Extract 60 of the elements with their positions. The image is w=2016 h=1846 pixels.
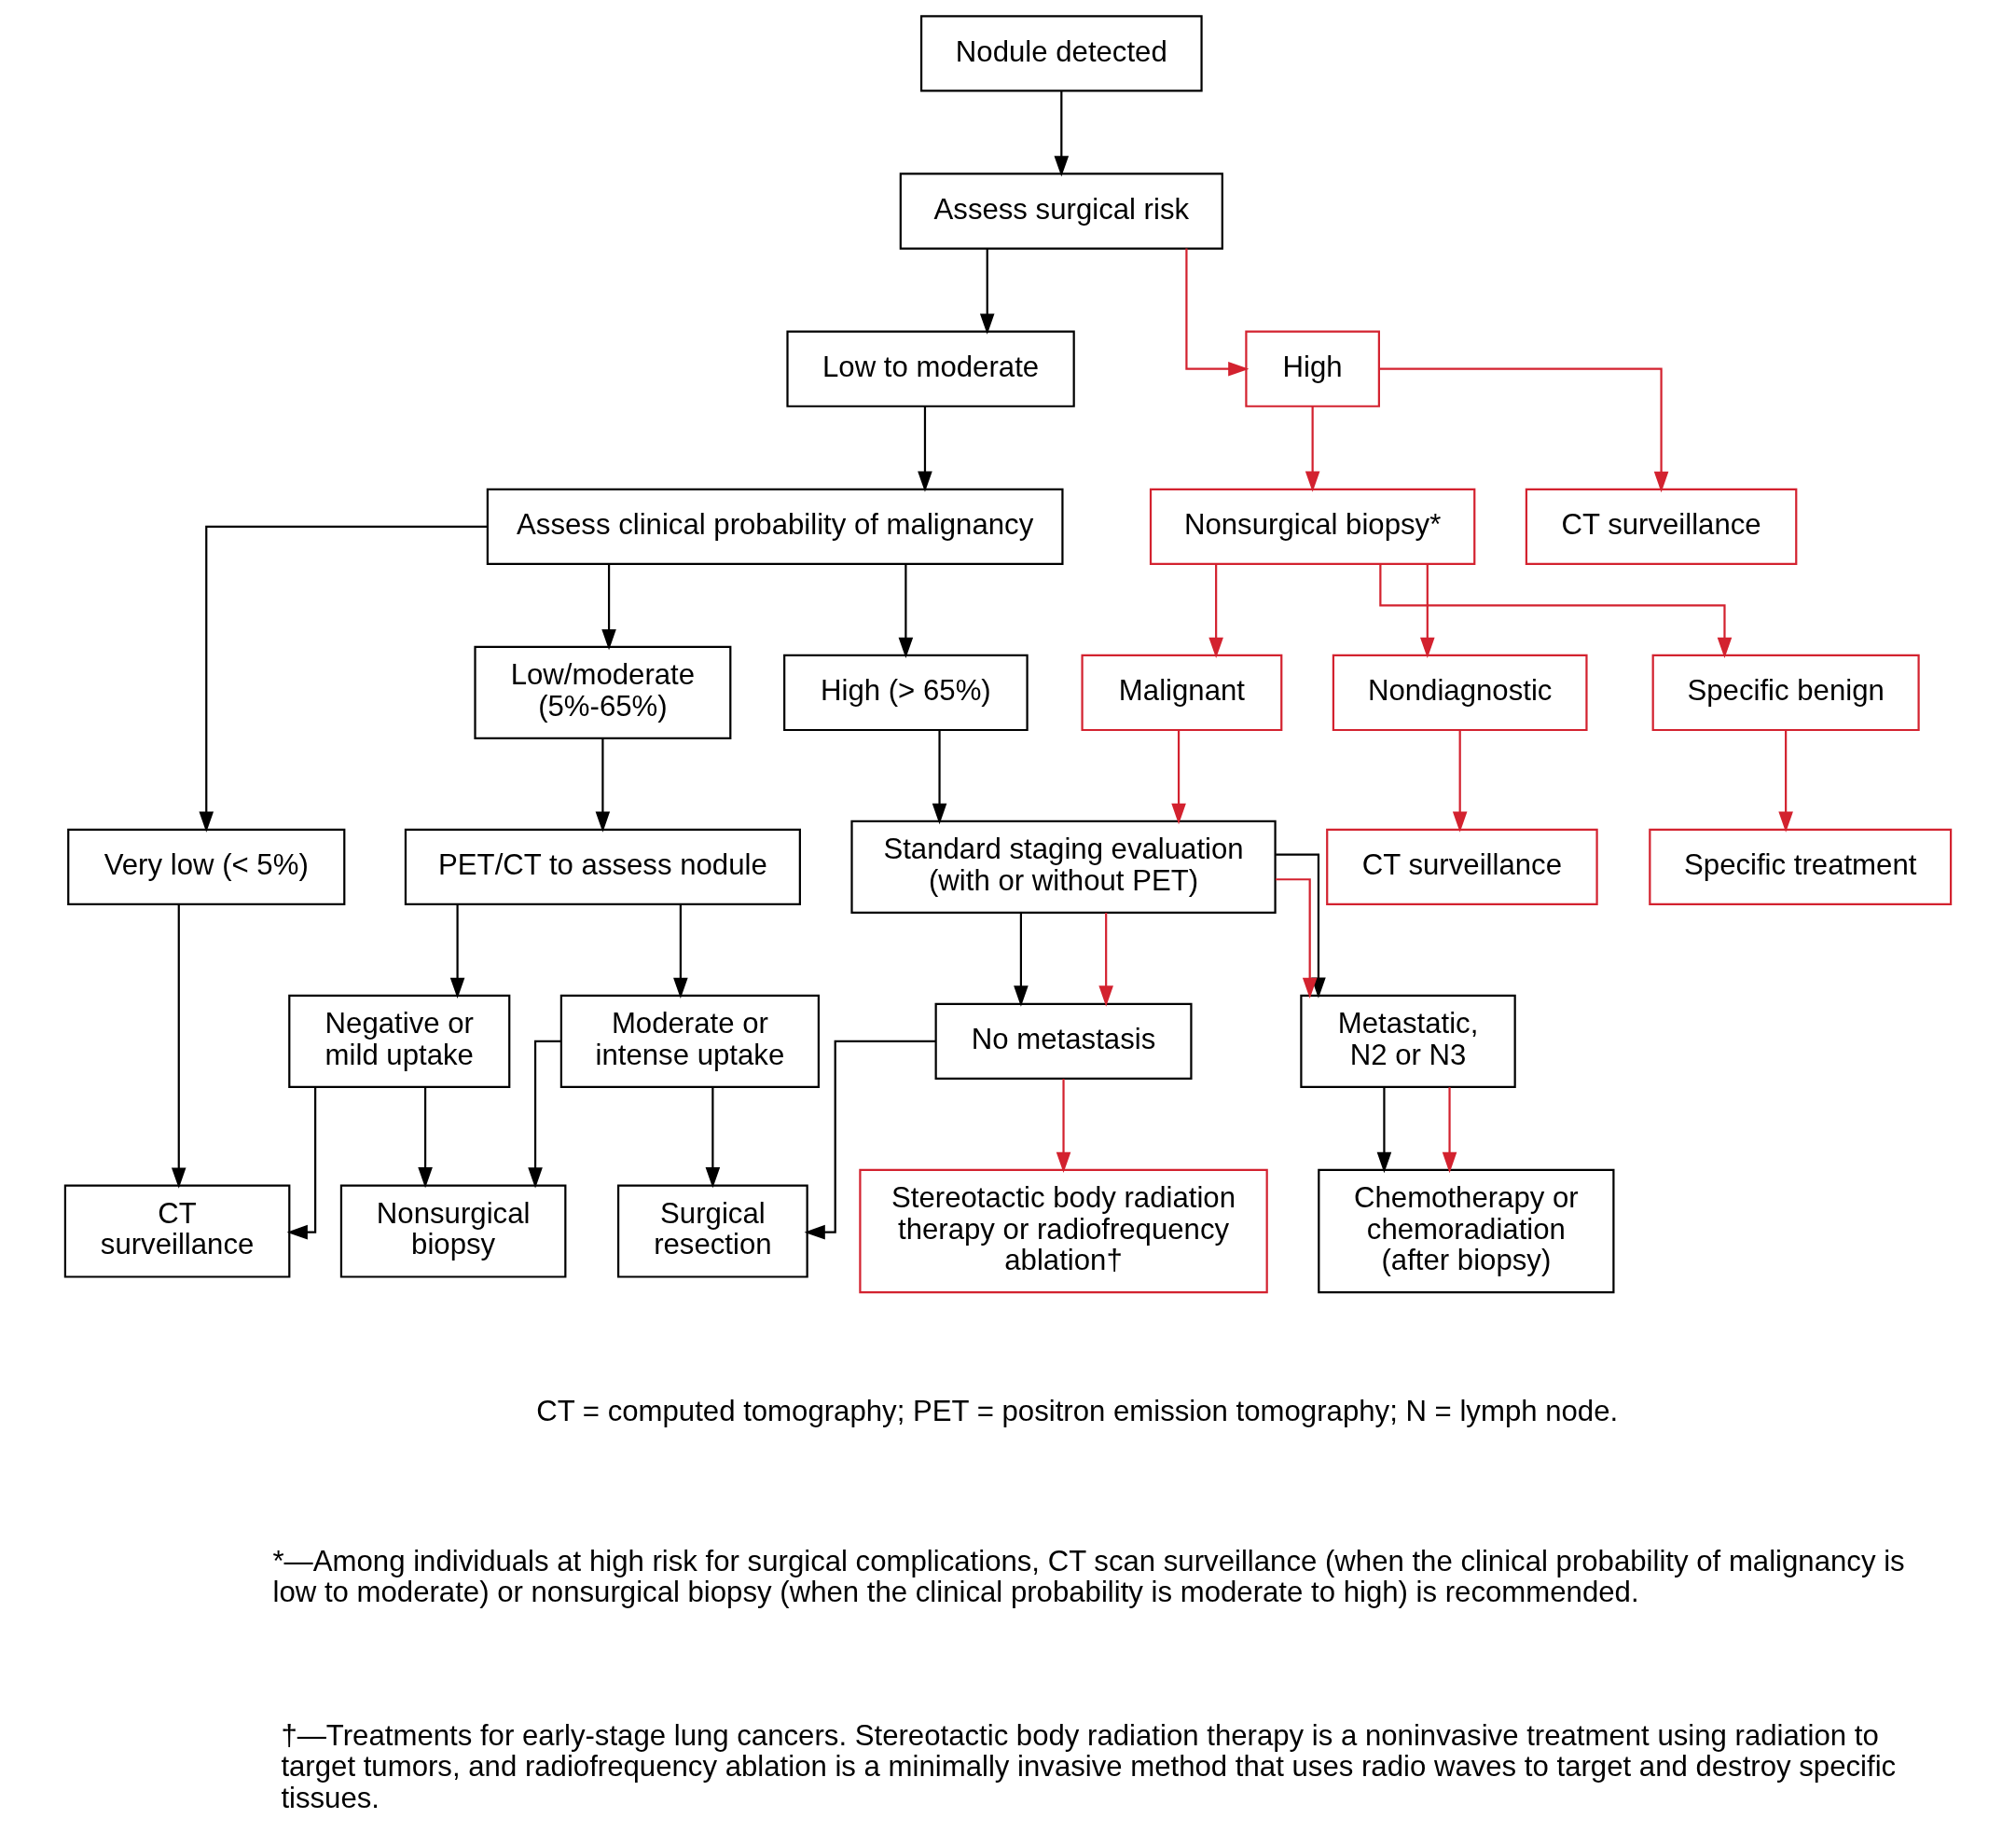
arrow (199, 525, 488, 833)
node-box: CT surveillance (1525, 488, 1798, 566)
arrow (1171, 730, 1186, 825)
node-box: Very low (< 5%) (67, 828, 346, 906)
node-box: Nonsurgical biopsy (339, 1184, 567, 1278)
arrow (1442, 1087, 1457, 1174)
node-box: Nonsurgical biopsy* (1149, 488, 1476, 566)
arrow (1379, 564, 1733, 659)
arrow (1054, 90, 1070, 177)
node-box: No metastasis (934, 1002, 1193, 1081)
arrow (705, 1087, 721, 1189)
node-box: CT surveillance (1326, 828, 1598, 906)
node-box: Assess surgical risk (899, 172, 1223, 250)
arrow (673, 904, 688, 999)
arrow (1379, 367, 1669, 493)
node-box: Low/moderate (5%-65%) (474, 645, 732, 739)
node-box: Low to moderate (786, 330, 1075, 407)
node-box: Malignant (1081, 654, 1283, 732)
node-box: Chemotherapy or chemoradiation (after biopsy) (1318, 1168, 1615, 1294)
node-box: Negative or mild uptake (288, 994, 511, 1088)
node-box: Nondiagnostic (1332, 654, 1588, 732)
arrow (1185, 248, 1250, 377)
arrow (1420, 564, 1435, 659)
label: †—Treatments for early-stage lung cancers. Stereotactic body radiation therapy is a noninvasive treatment using radiation to target tumors, and radiofrequency ablation is a minimally invasive method that uses radio waves to target and destroy specific tissues. (281, 1718, 1897, 1814)
node-box: Surgical resection (616, 1184, 808, 1278)
arrow (595, 738, 611, 833)
node-box: Specific benign (1651, 654, 1920, 732)
arrow (1452, 730, 1468, 833)
arrow (1305, 406, 1320, 492)
arrow (601, 564, 616, 651)
arrow (932, 730, 947, 825)
arrow (1098, 913, 1113, 1007)
node-box: Assess clinical probability of malignancy (486, 488, 1064, 566)
node-box: Specific treatment (1649, 828, 1953, 906)
arrow (918, 406, 932, 492)
node-box: Standard staging evaluation (with or without PET) (850, 820, 1277, 914)
arrow (979, 248, 995, 335)
label: *—Among individuals at high risk for surgical complications, CT scan surveillance (when the clinical probability of malignancy is low to moderate) or nonsurgical biopsy (when the clinical probability is moderate to high) is recommended. (272, 1544, 1905, 1609)
arrow (1275, 878, 1318, 999)
arrow (1276, 853, 1326, 999)
arrow (418, 1087, 433, 1189)
node-box: High (> 65%) (783, 654, 1029, 732)
node-box: Nodule detected (919, 15, 1203, 92)
arrow (1778, 730, 1793, 833)
node-box: Stereotactic body radiation therapy or radiofrequency ablation† (859, 1168, 1268, 1294)
arrow (171, 904, 186, 1189)
arrow (804, 1040, 936, 1240)
arrow (286, 1087, 317, 1240)
node-box: Metastatic, N2 or N3 (1300, 994, 1516, 1088)
arrow (1014, 913, 1029, 1007)
node-box: CT surveillance (63, 1184, 291, 1278)
arrow (898, 564, 914, 659)
arrow (1376, 1087, 1392, 1174)
arrow (1208, 564, 1223, 659)
arrow (449, 904, 465, 999)
label: CT = computed tomography; PET = positron emission tomography; N = lymph node. (536, 1394, 1619, 1427)
node-box: PET/CT to assess nodule (404, 828, 801, 906)
node-box: Moderate or intense uptake (559, 994, 820, 1088)
node-box: High (1245, 330, 1380, 407)
arrow (1056, 1079, 1071, 1174)
